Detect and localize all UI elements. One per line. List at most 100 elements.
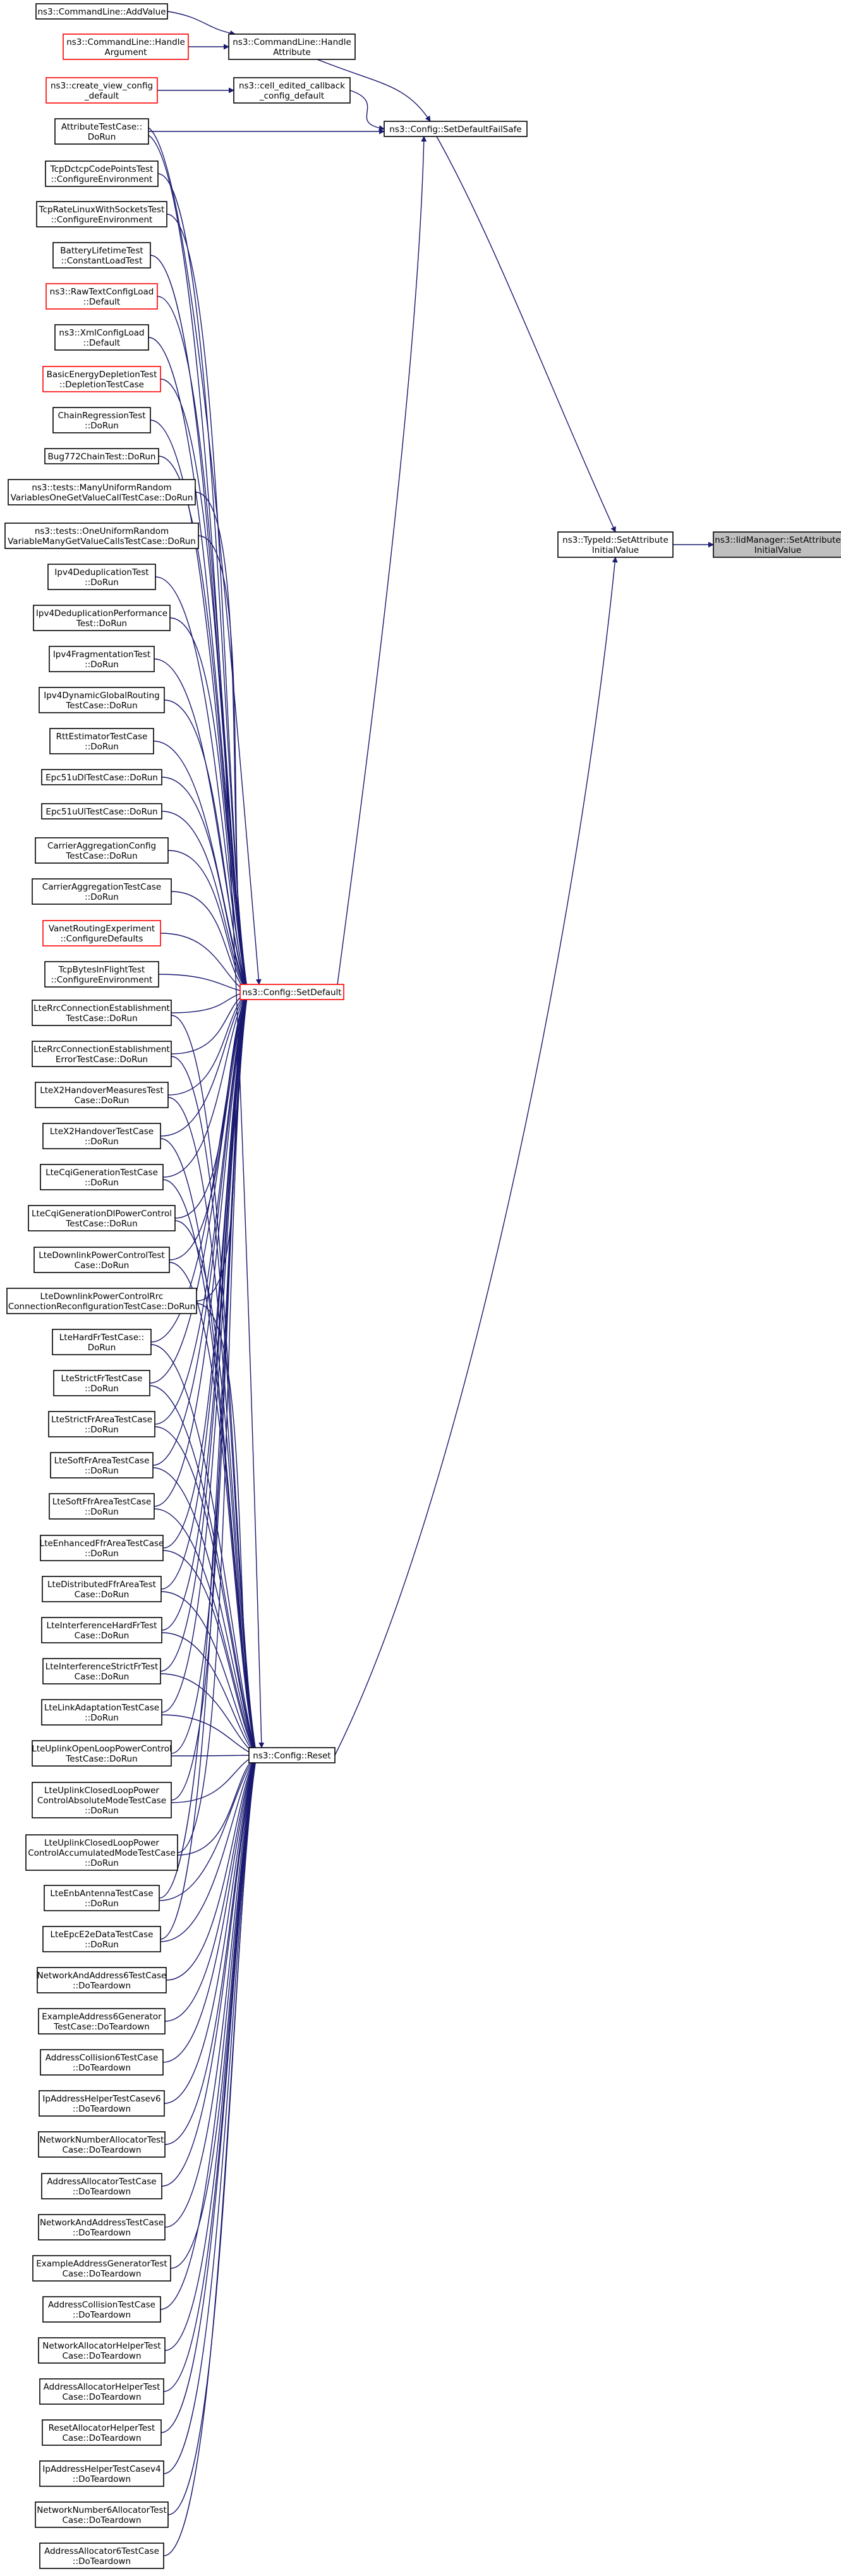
config-setdefaultfailsafe-node[interactable]: ns3::Config::SetDefaultFailSafe [384,121,528,137]
caller-exampleaddress6generator-testcase-doteardown-node[interactable]: ExampleAddress6GeneratorTestCase::DoTear… [38,2008,166,2035]
edge-caller-41-to-reset [177,1755,257,1856]
caller-ipv4fragmentationtest-dorun-node[interactable]: Ipv4FragmentationTest::DoRun [49,646,155,672]
caller-ltecqigenerationtestcase-dorun-node[interactable]: LteCqiGenerationTestCase::DoRun [40,1164,164,1190]
caller-ltesoftffrareatestcase-dorun-node-label: ::DoRun [85,1507,119,1517]
caller-lterrcconnectionestablishment-errortestcase-dorun-node[interactable]: LteRrcConnectionEstablishmentErrorTestCa… [32,1041,172,1067]
caller-ns3-xmlconfigload-default-node-box [54,324,149,351]
caller-chainregressiontest-dorun-node[interactable]: ChainRegressionTest::DoRun [52,407,151,433]
edge-caller-30-to-setdefault [149,991,249,1384]
caller-ipaddresshelpertestcasev4-doteardown-node[interactable]: IpAddressHelperTestCasev4::DoTeardown [39,2460,164,2487]
caller-tcpdctcpcodepointstest-configureenvironment-node[interactable]: TcpDctcpCodePointsTest::ConfigureEnviron… [45,160,159,187]
caller-ltex2handovertestcase-dorun-node-box [42,1123,161,1149]
caller-addresscollisiontestcase-doteardown-node[interactable]: AddressCollisionTestCase::DoTeardown [42,2296,161,2323]
caller-bug772chaintest-dorun-node[interactable]: Bug772ChainTest::DoRun [44,448,159,464]
caller-networkandaddress6testcase-doteardown-node-box [37,1967,167,1993]
caller-networkallocatorhelpertest-case-doteardown-node[interactable]: NetworkAllocatorHelperTestCase::DoTeardo… [38,2337,166,2364]
caller-lteenhancedffrareatestcase-dorun-node[interactable]: LteEnhancedFfrAreaTestCase::DoRun [40,1535,164,1561]
caller-resetallocatorhelpertest-case-doteardown-node-box [42,2419,162,2446]
iidmanager-setattribute-initialvalue-node[interactable]: ns3::IidManager::SetAttributeInitialValu… [713,531,841,558]
caller-ipv4deduplicationtest-dorun-node[interactable]: Ipv4DeduplicationTest::DoRun [47,564,156,590]
caller-epc51uultestcase-dorun-node[interactable]: Epc51uUlTestCase::DoRun [41,803,162,819]
caller-ipv4deduplicationperformance-test-dorun-node-box [33,605,171,631]
caller-exampleaddressgeneratortest-case-doteardown-node[interactable]: ExampleAddressGeneratorTestCase::DoTeard… [32,2255,171,2282]
caller-addressallocatortestcase-doteardown-node[interactable]: AddressAllocatorTestCase::DoTeardown [41,2173,162,2199]
caller-addressallocatorhelpertest-case-doteardown-node[interactable]: AddressAllocatorHelperTestCase::DoTeardo… [39,2378,164,2405]
caller-ltedownlinkpowercontrolrrc-connectionreconfigurationtestcase-dorun-node[interactable]: LteDownlinkPowerControlRrcConnectionReco… [6,1288,197,1314]
caller-lterrcconnectionestablishment-testcase-dorun-node[interactable]: LteRrcConnectionEstablishmentTestCase::D… [32,1000,172,1026]
caller-ns3-rawtextconfigload-default-node[interactable]: ns3::RawTextConfigLoad::Default [45,283,158,310]
commandline-addvalue-node-box [35,3,168,20]
caller-ltedownlinkpowercontrolrrc-connectionreconfigurationtestcase-dorun-node-label: ConnectionReconfigurationTestCase::DoRun [8,1302,195,1312]
caller-rttestimatortestcase-dorun-node-label: ::DoRun [85,742,119,752]
caller-lteenbantennatestcase-dorun-node[interactable]: LteEnbAntennaTestCase::DoRun [44,1885,160,1911]
caller-epc51uultestcase-dorun-node-label: Epc51uUlTestCase::DoRun [45,807,157,817]
create-view-config-default-node[interactable]: ns3::create_view_config_default [45,77,158,104]
caller-tcpbytesinflighttest-configureenvironment-node[interactable]: TcpBytesInFlightTest::ConfigureEnvironme… [44,961,159,988]
caller-basicenergydepletiontest-depletiontestcase-node[interactable]: BasicEnergyDepletionTest::DepletionTestC… [42,366,161,392]
caller-ltestrictfrtestcase-dorun-node[interactable]: LteStrictFrTestCase::DoRun [53,1370,150,1396]
caller-ltestrictfrareatestcase-dorun-node[interactable]: LteStrictFrAreaTestCase::DoRun [48,1411,155,1437]
caller-addressallocator6testcase-doteardown-node[interactable]: AddressAllocator6TestCase::DoTeardown [39,2543,164,2569]
caller-ltex2handovertestcase-dorun-node[interactable]: LteX2HandoverTestCase::DoRun [42,1123,161,1149]
caller-batterylifetimetest-constantloadtest-node[interactable]: BatteryLifetimeTest::ConstantLoadTest [52,242,151,269]
commandline-addvalue-node[interactable]: ns3::CommandLine::AddValue [35,3,168,20]
commandline-handleattribute-node-label: ns3::CommandLine::Handle [233,37,351,47]
caller-lteuplinkclosedlooppower-controlabsolutemodetestcase-dorun-node[interactable]: LteUplinkClosedLoopPowerControlAbsoluteM… [32,1782,172,1818]
caller-carrieraggregationtestcase-dorun-node[interactable]: CarrierAggregationTestCase::DoRun [32,878,172,905]
cell-edited-callback-config-default-node[interactable]: ns3::cell_edited_callback_config_default [233,77,351,104]
caller-lteuplinkclosedlooppower-controlabsolutemodetestcase-dorun-node-label: ControlAbsoluteModeTestCase [37,1796,166,1806]
edge-caller-5-to-setdefault [160,378,250,993]
edge-caller-50-to-reset [164,1755,258,2228]
caller-lteuplinkclosedlooppower-controlabsolutemodetestcase-dorun-node-box [32,1782,172,1818]
caller-tcpratelinuxwithsocketstest-configureenvironment-node[interactable]: TcpRateLinuxWithSocketsTest::ConfigureEn… [36,201,167,227]
caller-ipaddresshelpertestcasev4-doteardown-node-label: ::DoTeardown [73,2474,131,2484]
caller-ltecqigenerationdlpowercontrol-testcase-dorun-node[interactable]: LteCqiGenerationDlPowerControlTestCase::… [28,1205,176,1231]
caller-lteuplinkclosedlooppower-controlaccumulatedmodetestcase-dorun-node[interactable]: LteUplinkClosedLoopPowerControlAccumulat… [25,1834,178,1871]
iidmanager-setattribute-initialvalue-node-label: InitialValue [754,545,801,555]
caller-lteepce2edatatestcase-dorun-node[interactable]: LteEpcE2eDataTestCase::DoRun [42,1926,161,1952]
caller-ltehardfrtestcase-dorun-node[interactable]: LteHardFrTestCase::DoRun [52,1329,152,1355]
caller-vanetroutingexperiment-configuredefaults-node[interactable]: VanetRoutingExperiment::ConfigureDefault… [42,920,161,946]
config-setdefault-node[interactable]: ns3::Config::SetDefault [239,984,344,1000]
caller-chainregressiontest-dorun-node-label: ::DoRun [85,421,119,431]
caller-networknumberallocatortest-case-doteardown-node[interactable]: NetworkNumberAllocatorTestCase::DoTeardo… [38,2131,166,2158]
caller-ns3-tests-manyuniformrandom-variablesonegetvaluecalltestcase-dorun-node-label: ns3::tests::ManyUniformRandom [32,483,171,493]
caller-networkallocatorhelpertest-case-doteardown-node-box [38,2337,166,2364]
caller-addresscollision6testcase-doteardown-node[interactable]: AddressCollision6TestCase::DoTeardown [40,2049,164,2076]
attributetestcase-dorun-node[interactable]: AttributeTestCase::DoRun [54,118,149,145]
caller-networkandaddresstestcase-doteardown-node[interactable]: NetworkAndAddressTestCase::DoTeardown [38,2214,166,2240]
config-reset-node[interactable]: ns3::Config::Reset [248,1747,336,1763]
caller-ns3-xmlconfigload-default-node[interactable]: ns3::XmlConfigLoad::Default [54,324,149,351]
caller-exampleaddress6generator-testcase-doteardown-node-box [38,2008,166,2035]
edge-caller-25-to-setdefault [162,991,248,1178]
caller-lteuplinkopenlooppowercontrol-testcase-dorun-node[interactable]: LteUplinkOpenLoopPowerControlTestCase::D… [32,1740,172,1767]
caller-ns3-tests-oneuniformrandom-variablemanygetvaluecallstestcase-dorun-node[interactable]: ns3::tests::OneUniformRandomVariableMany… [4,523,199,549]
caller-ipaddresshelpertestcasev6-doteardown-node[interactable]: IpAddressHelperTestCasev6::DoTeardown [39,2090,165,2117]
caller-lterrcconnectionestablishment-errortestcase-dorun-node-box [32,1041,172,1067]
edge-caller-52-to-reset [160,1755,258,2310]
caller-bug772chaintest-dorun-node-box [44,448,159,464]
caller-rttestimatortestcase-dorun-node[interactable]: RttEstimatorTestCase::DoRun [49,728,154,754]
caller-ipv4deduplicationperformance-test-dorun-node-label: Test::DoRun [76,619,127,629]
caller-ns3-tests-manyuniformrandom-variablesonegetvaluecalltestcase-dorun-node[interactable]: ns3::tests::ManyUniformRandomVariablesOn… [8,479,196,505]
caller-networkandaddress6testcase-doteardown-node[interactable]: NetworkAndAddress6TestCase::DoTeardown [37,1967,167,1993]
caller-ltesoftffrareatestcase-dorun-node[interactable]: LteSoftFfrAreaTestCase::DoRun [49,1493,155,1520]
caller-epc51udltestcase-dorun-node-label: Epc51uDlTestCase::DoRun [45,773,158,783]
caller-networknumber6allocatortest-case-doteardown-node[interactable]: NetworkNumber6AllocatorTestCase::DoTeard… [35,2501,169,2528]
edge-caller-14-to-setdefault [153,741,248,993]
caller-epc51udltestcase-dorun-node[interactable]: Epc51uDlTestCase::DoRun [41,769,162,785]
caller-ltelinkadaptationtestcase-dorun-node[interactable]: LteLinkAdaptationTestCase::DoRun [41,1699,162,1726]
caller-ltesoftfrareatestcase-dorun-node[interactable]: LteSoftFrAreaTestCase::DoRun [50,1452,154,1478]
